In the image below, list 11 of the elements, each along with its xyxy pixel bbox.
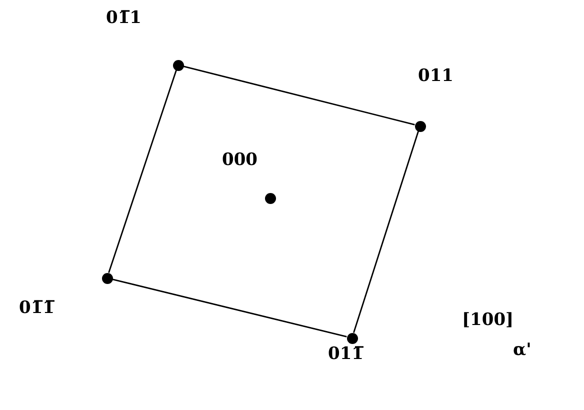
connecting-line — [112, 278, 347, 338]
connecting-line — [108, 70, 177, 273]
index-label: 011 — [418, 68, 454, 85]
connecting-line — [353, 131, 419, 333]
index-label: 01̅1 — [106, 10, 142, 27]
phase-label: α' — [513, 342, 532, 359]
index-label: 011̅ — [328, 346, 364, 363]
connecting-line — [183, 66, 415, 126]
index-label: 01̅1̅ — [19, 300, 54, 317]
zone-axis-label: [100] — [462, 312, 514, 329]
index-label: 000 — [222, 152, 258, 169]
